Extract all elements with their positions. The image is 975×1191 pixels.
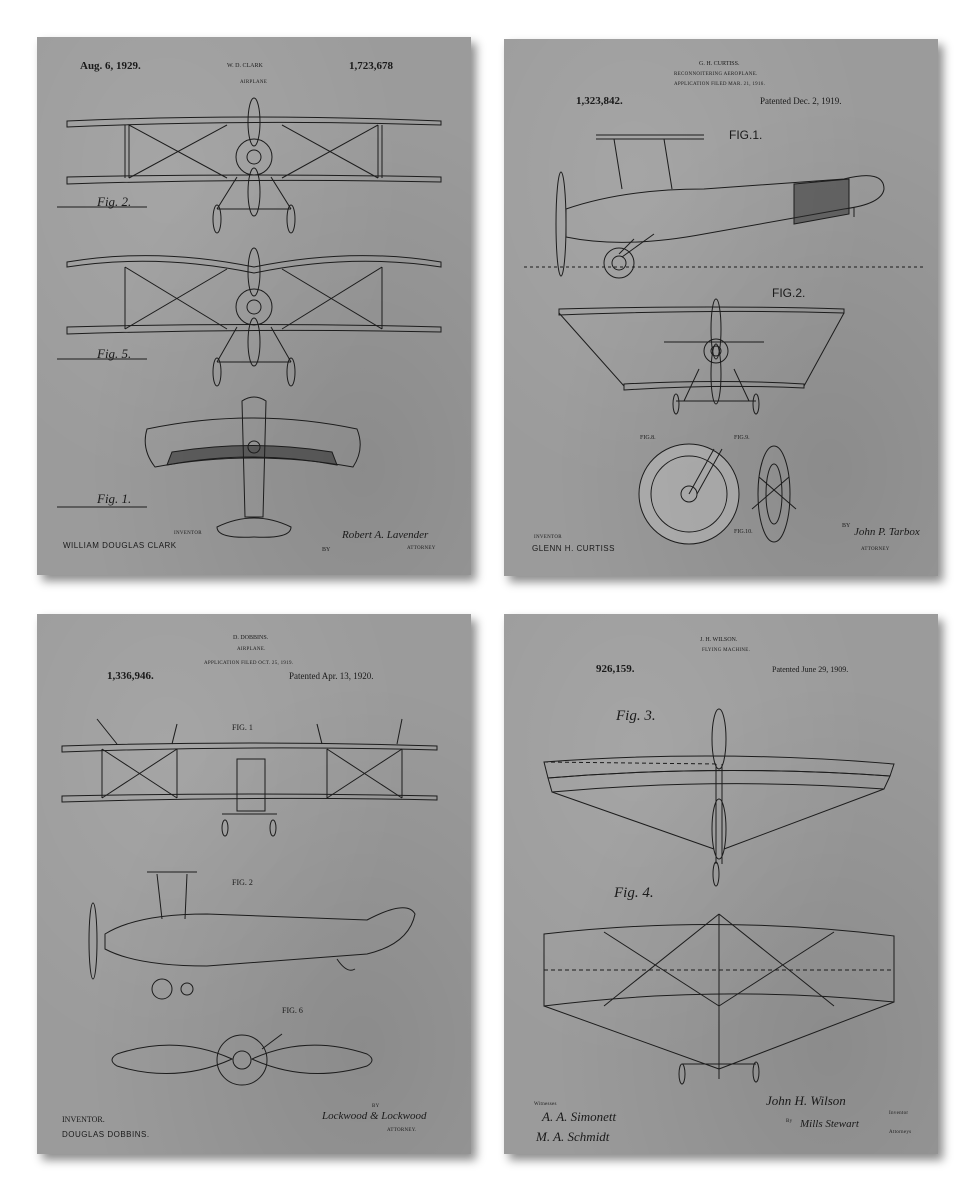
witness-signature: A. A. Simonett [542,1109,617,1124]
attorney-signature: Robert A. Lavender [342,529,429,541]
inventor-header: J. H. WILSON. [700,637,738,643]
patent-print-wilson: J. H. WILSON. FLYING MACHINE. 926,159. P… [504,614,938,1154]
patent-print-dobbins: D. DOBBINS. AIRPLANE. APPLICATION FILED … [37,614,471,1154]
attorney-label: ATTORNEY [861,547,890,552]
figure-label: Fig. 1. [97,491,132,506]
figure-label: Fig. 2. [97,194,132,209]
patent-title: AIRPLANE [240,80,268,85]
inventor-label: INVENTOR [534,535,562,540]
attorney-signature: John P. Tarbox [854,526,920,538]
patent-title: RECONNOITERING AEROPLANE. [674,72,758,77]
application-filed: APPLICATION FILED MAR. 21, 1916. [674,82,766,87]
figure-label: FIG. 2 [232,878,253,887]
figure-label: FIG.9. [734,435,750,441]
witnesses-label: Witnesses [534,1102,557,1107]
clark-biplane-drawings [57,97,442,538]
application-filed: APPLICATION FILED OCT. 25, 1919. [204,661,294,666]
patent-number: 1,323,842. [576,95,623,107]
inventor-name: DOUGLAS DOBBINS. [62,1130,150,1139]
figure-label: Fig. 5. [97,346,132,361]
figure-label: FIG.10. [734,529,753,535]
patent-date: Aug. 6, 1929. [80,60,141,72]
patent-date: Patented Dec. 2, 1919. [760,96,842,106]
inventor-label: INVENTOR. [62,1115,105,1124]
patent-title: AIRPLANE. [237,647,266,652]
inventor-header: D. DOBBINS. [233,635,269,641]
patent-date: Patented June 29, 1909. [772,665,849,674]
inventor-label: Inventor [889,1111,909,1116]
inventor-header: W. D. CLARK [227,63,263,69]
patent-number: 1,336,946. [107,670,154,682]
patent-number: 926,159. [596,663,635,675]
attorney-signature: Lockwood & Lockwood [322,1110,427,1122]
figure-label: FIG.2. [772,286,806,300]
dobbins-airplane-drawings [61,718,438,1086]
figure-label: Fig. 3. [616,708,656,724]
attorney-signature: Mills Stewart [800,1118,859,1130]
wilson-flying-machine-drawings [543,708,895,1085]
by-label: By [786,1119,793,1124]
witness-signature: M. A. Schmidt [536,1129,610,1144]
by-label: BY [842,523,851,529]
by-label: BY [372,1104,380,1109]
inventor-signature: John H. Wilson [766,1093,846,1108]
patent-title: FLYING MACHINE. [702,648,751,653]
by-label: BY [322,547,331,553]
inventor-header: G. H. CURTISS. [699,61,740,67]
attorney-label: ATTORNEY. [387,1128,417,1133]
curtiss-aeroplane-drawings [524,134,924,545]
patent-print-clark: Aug. 6, 1929. W. D. CLARK 1,723,678 AIRP… [37,37,471,575]
patent-number: 1,723,678 [349,60,393,72]
figure-label: Fig. 4. [614,885,654,901]
figure-label: FIG. 6 [282,1006,303,1015]
figure-label: FIG. 1 [232,723,253,732]
figure-label: FIG.8. [640,435,656,441]
attorney-label: ATTORNEY [407,546,436,551]
inventor-label: INVENTOR [174,531,202,536]
figure-label: FIG.1. [729,128,763,142]
attorney-label: Attorneys [889,1130,912,1135]
patent-print-curtiss: G. H. CURTISS. RECONNOITERING AEROPLANE.… [504,39,938,576]
inventor-name: GLENN H. CURTISS [532,544,615,553]
inventor-name: WILLIAM DOUGLAS CLARK [63,541,177,550]
patent-date: Patented Apr. 13, 1920. [289,671,374,681]
